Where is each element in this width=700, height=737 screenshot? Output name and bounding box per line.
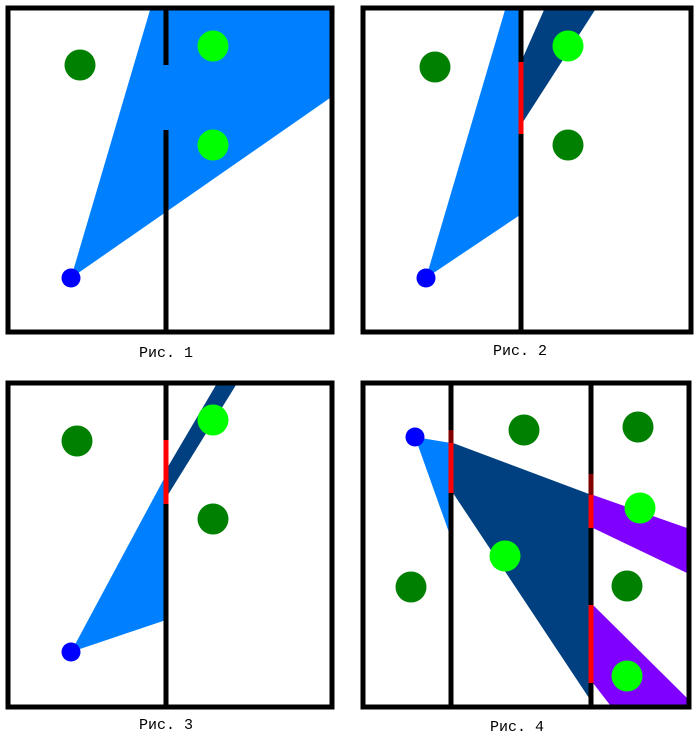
- room-frame: [5, 380, 335, 710]
- visible-object: [197, 404, 229, 436]
- visible-object: [552, 30, 584, 62]
- figure-2: Рис. 2: [360, 5, 694, 360]
- visibility-region: [71, 475, 166, 652]
- visibility-region: [426, 10, 520, 278]
- hidden-object: [611, 570, 643, 602]
- figure-caption: Рис. 3: [139, 717, 193, 734]
- second-reflection-region: [593, 495, 687, 573]
- visible-object: [489, 540, 521, 572]
- second-reflection-region: [593, 605, 687, 705]
- observer: [405, 427, 425, 447]
- figure-caption: Рис. 1: [139, 345, 193, 362]
- hidden-object: [64, 49, 96, 81]
- hidden-object: [419, 51, 451, 83]
- observer: [61, 642, 81, 662]
- observer: [61, 268, 81, 288]
- figure-3: Рис. 3: [5, 380, 335, 734]
- room-frame: [5, 5, 335, 335]
- visible-object: [611, 660, 643, 692]
- figure-caption: Рис. 2: [493, 343, 547, 360]
- hidden-object: [61, 425, 93, 457]
- reflected-region: [521, 10, 595, 125]
- visible-object: [624, 492, 656, 524]
- room-frame: [360, 380, 692, 710]
- hidden-object: [622, 411, 654, 443]
- reflected-region: [453, 443, 589, 698]
- figure-caption: Рис. 4: [490, 719, 544, 736]
- hidden-object: [197, 503, 229, 535]
- figure-1: Рис. 1: [5, 5, 335, 362]
- visible-object: [197, 30, 229, 62]
- observer: [416, 268, 436, 288]
- figure-4: Рис. 4: [360, 380, 692, 736]
- hidden-object: [552, 129, 584, 161]
- hidden-object: [508, 414, 540, 446]
- reflected-region: [166, 385, 236, 498]
- room-frame: [360, 5, 694, 335]
- visibility-region: [415, 437, 451, 538]
- visible-object: [197, 129, 229, 161]
- hidden-object: [395, 571, 427, 603]
